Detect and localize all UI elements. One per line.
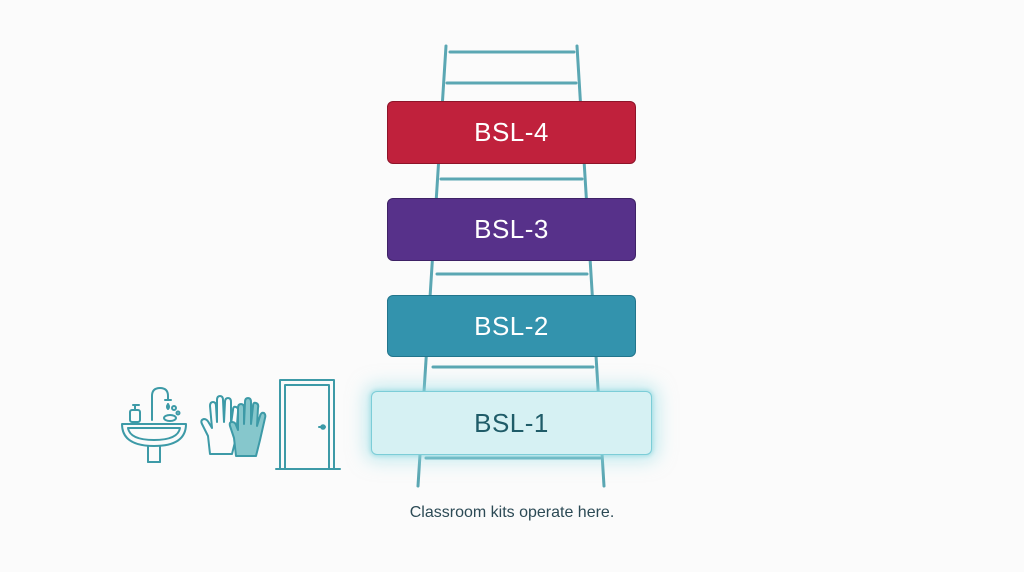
- level-label: BSL-1: [474, 407, 549, 438]
- level-label: BSL-3: [474, 214, 549, 244]
- gloves-icon: [200, 395, 267, 457]
- level-bsl-2: BSL-2: [387, 295, 636, 357]
- level-bsl-1: BSL-1: [371, 391, 652, 455]
- caption-text: Classroom kits operate here.: [409, 504, 615, 521]
- level-label: BSL-4: [474, 117, 549, 147]
- level-label: BSL-2: [474, 310, 549, 341]
- sink-icon: [121, 387, 187, 463]
- level-bsl-4: BSL-4: [387, 101, 636, 164]
- level-bsl-3: BSL-3: [387, 198, 636, 261]
- door-icon: [275, 379, 341, 470]
